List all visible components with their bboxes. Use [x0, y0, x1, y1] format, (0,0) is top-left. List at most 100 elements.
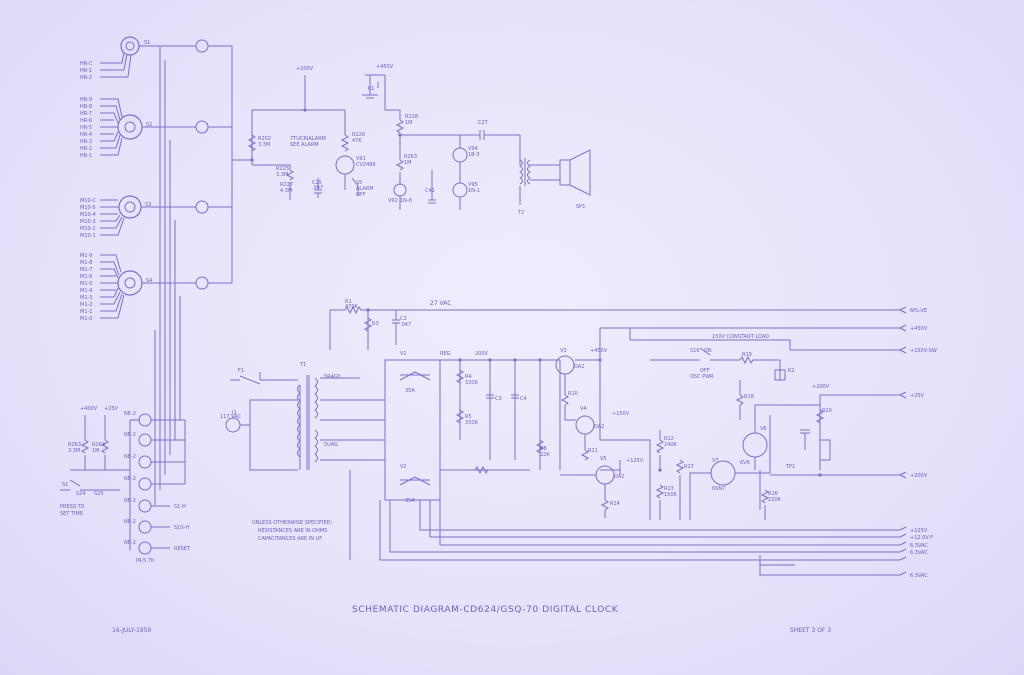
svg-text:.047: .047: [400, 322, 411, 328]
svg-text:RESISTANCES ARE IN OHMS: RESISTANCES ARE IN OHMS: [258, 528, 327, 534]
svg-text:R4: R4: [465, 374, 472, 380]
svg-text:C3: C3: [495, 396, 502, 402]
svg-text:+200V: +200V: [910, 473, 928, 479]
svg-text:S1: S1: [144, 40, 150, 46]
svg-text:+450V: +450V: [590, 348, 608, 354]
svg-text:6V6: 6V6: [740, 460, 750, 466]
svg-text:47K: 47K: [352, 138, 362, 144]
svg-text:PRESS TO: PRESS TO: [60, 504, 85, 510]
svg-text:C2: C2: [400, 316, 407, 322]
svg-text:M1-9: M1-9: [80, 253, 92, 259]
svg-text:M1-4: M1-4: [80, 288, 92, 294]
svg-text:NE-2: NE-2: [124, 498, 136, 504]
svg-text:R202: R202: [258, 136, 271, 142]
switch-m10: [100, 195, 160, 236]
svg-text:M10-1: M10-1: [80, 233, 96, 239]
svg-text:REG: REG: [440, 351, 451, 357]
svg-text:HR-4: HR-4: [80, 132, 92, 138]
sheet-number: SHEET 3 OF 3: [790, 627, 831, 634]
switch-hr-units: [100, 98, 160, 156]
output-terminals: 6PL-VE +450V +150V-SW +25V +200V +125V +…: [899, 306, 937, 579]
svg-text:R8: R8: [540, 446, 547, 452]
svg-text:NE-2: NE-2: [124, 540, 136, 546]
svg-text:S16: S16: [690, 348, 700, 354]
svg-text:V7: V7: [712, 458, 719, 464]
svg-text:117 VAC: 117 VAC: [220, 414, 242, 420]
svg-text:3.3M: 3.3M: [276, 172, 288, 178]
svg-text:CV2486: CV2486: [356, 162, 376, 168]
svg-text:OFF: OFF: [356, 192, 366, 198]
power-labels: R1 470K 27 VAC R3 C2 .047 T1 F1 117 VAC …: [220, 299, 832, 507]
svg-text:NE-2: NE-2: [124, 411, 136, 417]
svg-text:R10: R10: [568, 391, 578, 397]
svg-text:6.3VAC: 6.3VAC: [910, 550, 928, 556]
svg-text:R14: R14: [610, 501, 620, 507]
svg-text:1M: 1M: [404, 160, 412, 166]
svg-text:.047: .047: [312, 185, 323, 191]
svg-text:+150V-SW: +150V-SW: [910, 348, 937, 354]
svg-text:OFF: OFF: [700, 368, 710, 374]
svg-text:R225: R225: [276, 166, 289, 172]
svg-text:ON: ON: [704, 348, 712, 354]
svg-text:R19: R19: [742, 352, 752, 358]
svg-text:R226: R226: [352, 132, 365, 138]
svg-text:OA2: OA2: [614, 474, 624, 480]
svg-text:R227: R227: [280, 182, 293, 188]
svg-text:HR-6: HR-6: [80, 118, 92, 124]
diagram-date: 16-JULY-1959: [112, 627, 151, 634]
title-block: SCHEMATIC DIAGRAM-CD624/GSQ-70 DIGITAL C…: [112, 605, 831, 634]
svg-text:6PL-VE: 6PL-VE: [910, 308, 927, 314]
svg-text:UNLESS OTHERWISE SPECIFIED:: UNLESS OTHERWISE SPECIFIED:: [252, 520, 332, 526]
svg-text:C4: C4: [520, 396, 527, 402]
svg-text:5U4G: 5U4G: [324, 442, 338, 448]
svg-text:3.3M: 3.3M: [68, 448, 80, 454]
svg-text:HR-C: HR-C: [80, 61, 93, 67]
svg-text:M1-2: M1-2: [80, 302, 92, 308]
svg-text:OA2: OA2: [594, 424, 604, 430]
svg-text:K1: K1: [368, 86, 374, 92]
power-supply: [225, 305, 900, 576]
svg-text:HR-2: HR-2: [80, 146, 92, 152]
svg-text:HR-5: HR-5: [80, 125, 92, 131]
svg-text:V3: V3: [560, 348, 567, 354]
svg-text:1N-1: 1N-1: [468, 188, 480, 194]
svg-text:+450V: +450V: [376, 64, 394, 70]
svg-text:R263: R263: [68, 442, 81, 448]
svg-text:M10-5: M10-5: [80, 205, 96, 211]
switch-m1: [100, 254, 160, 319]
svg-text:V6: V6: [760, 426, 767, 432]
svg-text:S1: S1: [62, 482, 68, 488]
svg-text:V95: V95: [468, 182, 478, 188]
svg-text:35A: 35A: [405, 388, 415, 394]
svg-text:SEE ALARM: SEE ALARM: [290, 142, 319, 148]
svg-text:R18: R18: [744, 394, 754, 400]
svg-text:M1-0: M1-0: [80, 316, 92, 322]
svg-text:R12: R12: [664, 436, 674, 442]
svg-text:35A: 35A: [405, 498, 415, 504]
svg-text:RESET: RESET: [174, 546, 191, 552]
svg-text:R20: R20: [822, 408, 832, 414]
svg-text:HR-1: HR-1: [80, 153, 92, 159]
svg-text:K2: K2: [788, 368, 794, 374]
svg-text:R17: R17: [684, 464, 694, 470]
svg-text:R13: R13: [664, 486, 674, 492]
svg-text:R228: R228: [405, 114, 418, 120]
svg-text:V94: V94: [468, 146, 478, 152]
svg-text:330K: 330K: [465, 380, 479, 386]
svg-text:3.3M: 3.3M: [258, 142, 270, 148]
svg-text:M10-4: M10-4: [80, 212, 96, 218]
svg-text:NE-2: NE-2: [124, 476, 136, 482]
svg-text:R3: R3: [372, 321, 379, 327]
svg-text:150V CONSTANT LOAD: 150V CONSTANT LOAD: [712, 334, 769, 340]
svg-text:IN-5 7K: IN-5 7K: [136, 558, 155, 564]
svg-text:F1: F1: [238, 368, 244, 374]
set-time-circuit: [60, 413, 186, 555]
svg-text:R16: R16: [768, 491, 778, 497]
svg-text:V5: V5: [600, 456, 607, 462]
svg-text:+150V: +150V: [612, 411, 630, 417]
svg-text:M10-3: M10-3: [80, 219, 96, 225]
alarm-circuit: [247, 74, 591, 210]
svg-text:7TUCRIALARM: 7TUCRIALARM: [290, 136, 326, 142]
